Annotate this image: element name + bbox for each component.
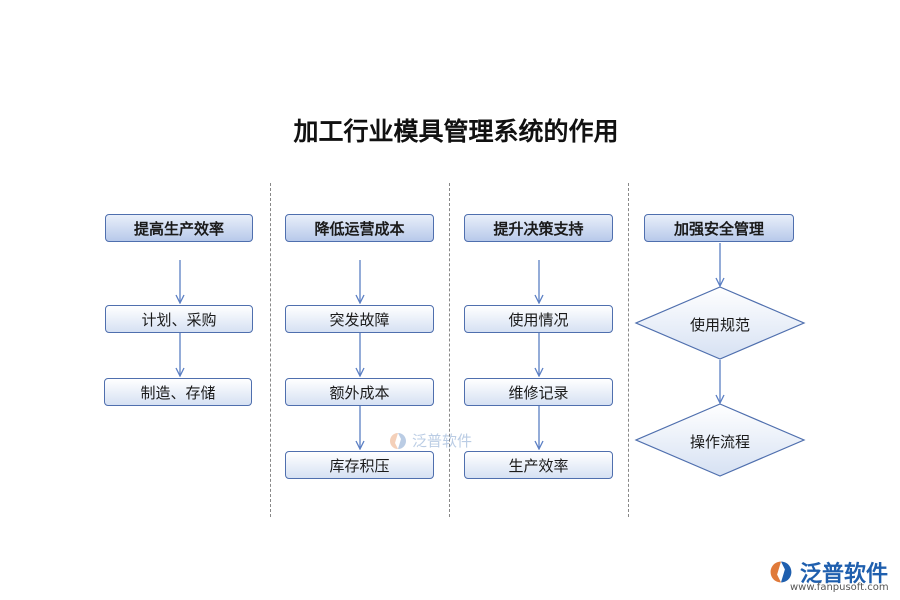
header-safety-management: 加强安全管理 xyxy=(644,214,794,242)
decision-diamond-1 xyxy=(634,286,806,360)
brand-logo: 泛普软件 xyxy=(768,556,888,588)
center-watermark-text: 泛普软件 xyxy=(412,432,473,450)
diamond-label-usage-rules: 使用规范 xyxy=(689,316,750,334)
item-sudden-failure: 突发故障 xyxy=(285,305,434,333)
item-extra-cost: 额外成本 xyxy=(285,378,434,406)
item-usage: 使用情况 xyxy=(464,305,613,333)
item-manufacture-storage: 制造、存储 xyxy=(104,378,252,406)
column-divider-2 xyxy=(449,183,450,517)
brand-name: 泛普软件 xyxy=(800,562,889,587)
header-reduce-cost: 降低运营成本 xyxy=(285,214,434,242)
brand-mark-icon xyxy=(770,561,792,583)
decision-diamond-2 xyxy=(634,403,806,477)
column-divider-1 xyxy=(270,183,271,517)
column-divider-3 xyxy=(628,183,629,517)
header-improve-efficiency: 提高生产效率 xyxy=(105,214,253,242)
item-plan-purchase: 计划、采购 xyxy=(105,305,253,333)
center-watermark: 泛普软件 xyxy=(388,430,472,451)
item-repair-records: 维修记录 xyxy=(464,378,613,406)
header-decision-support: 提升决策支持 xyxy=(464,214,613,242)
item-production-efficiency: 生产效率 xyxy=(464,451,613,479)
diagram-title: 加工行业模具管理系统的作用 xyxy=(293,117,619,146)
diamond-label-operation-process: 操作流程 xyxy=(689,433,750,451)
item-inventory-backlog: 库存积压 xyxy=(285,451,434,479)
brand-url: www.fanpusoft.com xyxy=(790,582,889,593)
brand-logo-icon xyxy=(390,432,406,449)
